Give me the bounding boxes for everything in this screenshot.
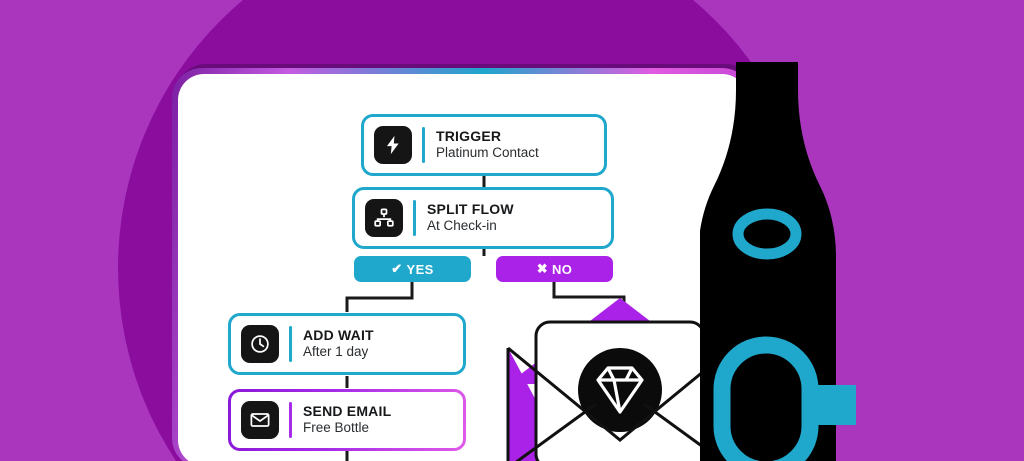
card-text: ADD WAIT After 1 day	[303, 327, 374, 361]
check-icon: ✔	[391, 261, 403, 276]
card-accent-bar	[413, 200, 416, 236]
card-subtitle: At Check-in	[427, 218, 497, 234]
card-title: ADD WAIT	[303, 327, 374, 344]
card-accent-bar	[289, 326, 292, 362]
card-accent-bar	[289, 402, 292, 438]
card-text: SEND EMAIL Free Bottle	[303, 403, 391, 437]
card-subtitle: After 1 day	[303, 344, 369, 360]
lightning-bolt-icon	[374, 126, 412, 164]
workflow-card-send-email[interactable]: SEND EMAIL Free Bottle	[228, 389, 466, 451]
champagne-bottle	[698, 0, 890, 461]
card-text: TRIGGER Platinum Contact	[436, 128, 539, 162]
seal-circle	[578, 348, 662, 432]
hierarchy-icon	[365, 199, 403, 237]
envelope-icon	[241, 401, 279, 439]
cross-icon: ✖	[536, 261, 548, 276]
bottle-neck-ring	[732, 208, 802, 260]
diamond-icon	[596, 366, 644, 414]
branch-badge-no[interactable]: ✖ NO	[496, 256, 613, 282]
card-title: TRIGGER	[436, 128, 502, 145]
card-text: SPLIT FLOW At Check-in	[427, 201, 514, 235]
branch-badge-yes[interactable]: ✔ YES	[354, 256, 471, 282]
branch-label: NO	[551, 261, 573, 277]
bottle-label-tab	[804, 385, 856, 425]
workflow-card-add-wait[interactable]: ADD WAIT After 1 day	[228, 313, 466, 375]
card-subtitle: Platinum Contact	[436, 145, 539, 161]
card-accent-bar	[422, 127, 425, 163]
card-subtitle: Free Bottle	[303, 420, 370, 436]
card-title: SPLIT FLOW	[427, 201, 514, 218]
branch-label: YES	[406, 261, 434, 277]
clock-icon	[241, 325, 279, 363]
workflow-card-trigger[interactable]: TRIGGER Platinum Contact	[361, 114, 607, 176]
card-title: SEND EMAIL	[303, 403, 392, 420]
workflow-card-split-flow[interactable]: SPLIT FLOW At Check-in	[352, 187, 614, 249]
